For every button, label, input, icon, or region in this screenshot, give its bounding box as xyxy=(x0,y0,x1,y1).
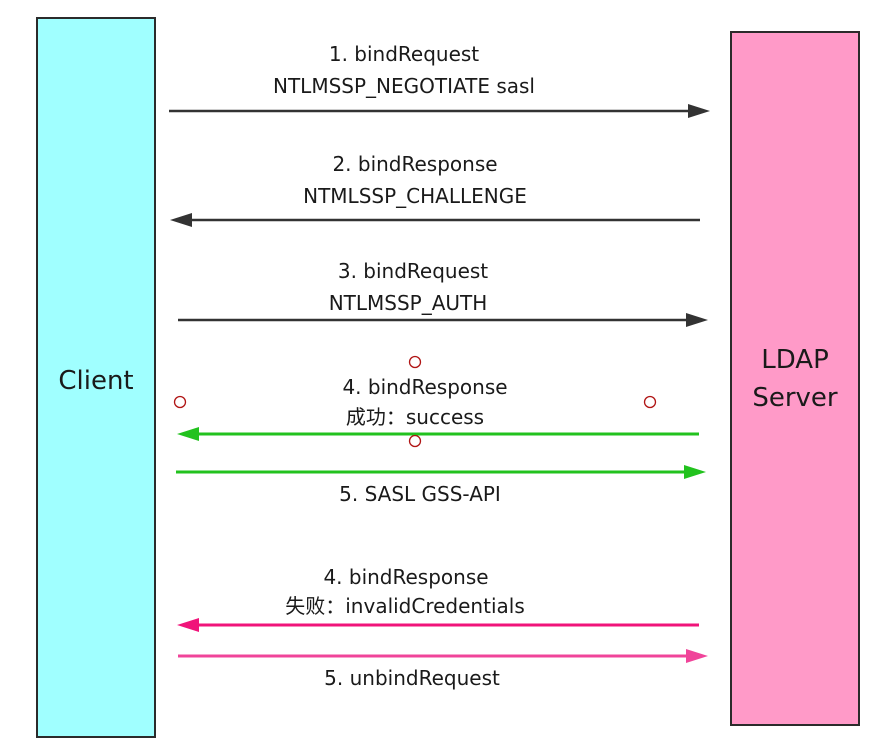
server-label-line2: Server xyxy=(752,383,838,413)
msg5-success-label: 5. SASL GSS-API xyxy=(339,482,501,506)
msg4-success-arrowhead xyxy=(177,427,199,441)
msg3-label-line1: 3. bindRequest xyxy=(338,259,488,283)
selection-handle-bottom[interactable] xyxy=(408,434,422,448)
selection-handle-top[interactable] xyxy=(408,355,422,369)
msg5-success-arrowhead xyxy=(684,465,706,479)
msg5-failure-arrowhead xyxy=(686,649,708,663)
msg4-success-label-line1: 4. bindResponse xyxy=(342,375,507,399)
server-box xyxy=(730,31,860,726)
msg4-success-label-line2: 成功：success xyxy=(346,405,484,429)
client-label: Client xyxy=(58,366,133,396)
selection-handle-left[interactable] xyxy=(173,395,187,409)
msg5-failure-label: 5. unbindRequest xyxy=(324,666,500,690)
msg1-arrowhead xyxy=(688,104,710,118)
msg4-failure-arrowhead xyxy=(177,618,199,632)
msg3-label-line2: NTLMSSP_AUTH xyxy=(329,291,488,315)
selection-handle-right[interactable] xyxy=(643,395,657,409)
server-label-line1: LDAP xyxy=(761,345,829,375)
client-box xyxy=(36,17,156,738)
msg4-failure-label-line1: 4. bindResponse xyxy=(323,565,488,589)
msg2-label-line2: NTMLSSP_CHALLENGE xyxy=(303,184,527,208)
msg1-label-line2: NTLMSSP_NEGOTIATE sasl xyxy=(273,74,535,98)
msg1-label-line1: 1. bindRequest xyxy=(329,42,479,66)
msg2-label-line1: 2. bindResponse xyxy=(332,152,497,176)
msg3-arrowhead xyxy=(686,313,708,327)
msg2-arrowhead xyxy=(170,213,192,227)
msg4-failure-label-line2: 失败：invalidCredentials xyxy=(285,594,525,618)
